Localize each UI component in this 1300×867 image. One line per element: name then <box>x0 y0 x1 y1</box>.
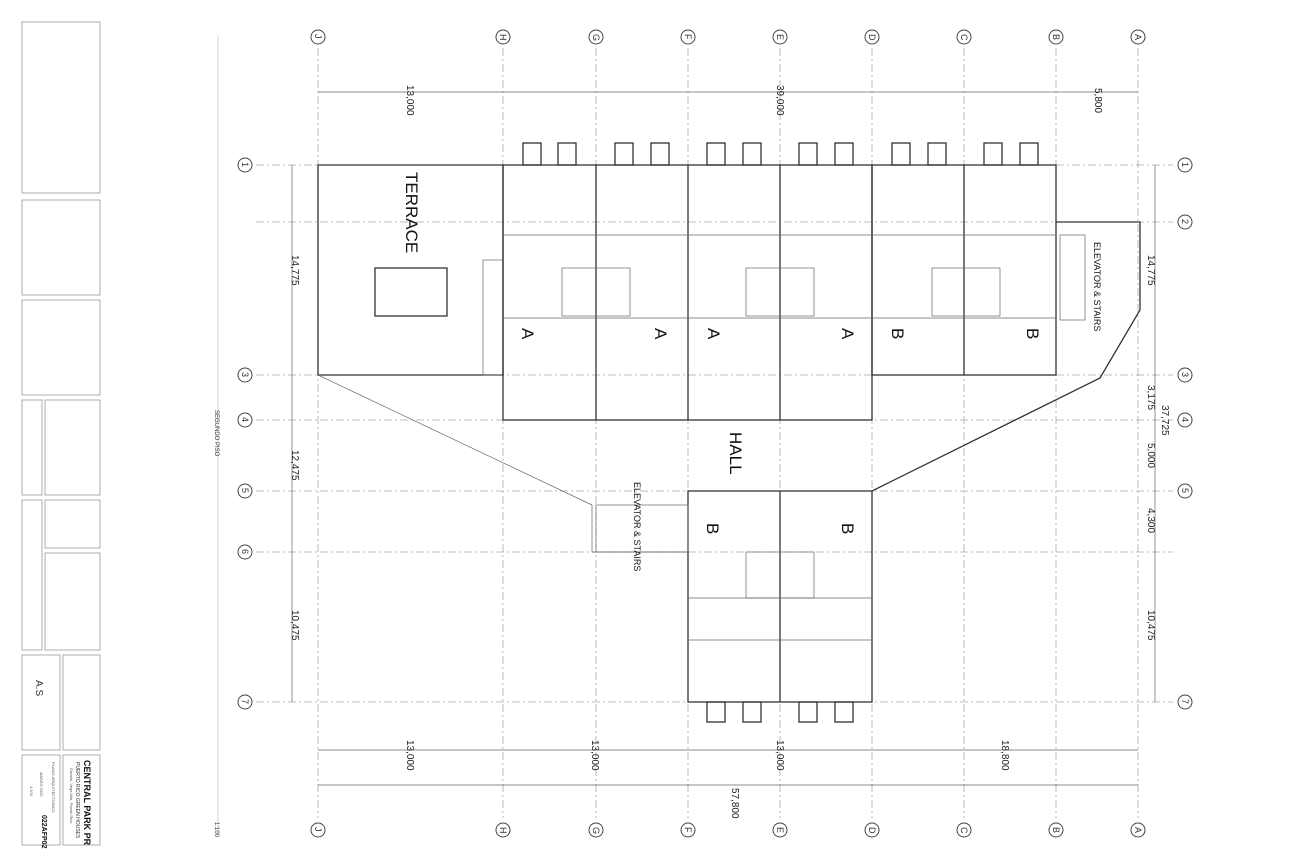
grid-bubble-H: HH <box>495 29 511 838</box>
level-label: SEGUNDO PISO <box>213 410 219 457</box>
date: MARZO 2020 <box>39 772 44 797</box>
grid-bubble-F: FF <box>680 29 696 838</box>
dim-left: 12,475 <box>289 450 300 481</box>
svg-text:E: E <box>775 827 785 833</box>
dim-top: 13,000 <box>404 85 415 116</box>
room-labels: TERRACE HALL A A A A B B B B ELEVATOR & … <box>402 172 1102 571</box>
svg-text:D: D <box>867 34 877 41</box>
grid-bubble-6: 6 <box>237 544 253 560</box>
svg-text:D: D <box>867 827 877 834</box>
svg-text:A: A <box>1133 34 1143 40</box>
logo: A.S <box>33 680 44 696</box>
svg-text:4: 4 <box>1180 417 1190 422</box>
grid-bubble-C: CC <box>956 29 972 838</box>
svg-text:6: 6 <box>240 549 250 554</box>
grid-bubble-A: AA <box>1130 29 1146 838</box>
unit-b: B <box>888 328 907 339</box>
unit-a: A <box>838 328 857 340</box>
svg-text:4: 4 <box>240 417 250 422</box>
dim-right: 3,175 <box>1145 385 1156 410</box>
svg-text:G: G <box>591 34 601 41</box>
svg-text:F: F <box>683 827 693 833</box>
plan-scale: 1:100 <box>213 822 219 838</box>
elevator-stairs-label: ELEVATOR & STAIRS <box>632 482 642 571</box>
dim-right-total: 37,725 <box>1159 405 1170 436</box>
dim-right: 14,775 <box>1145 255 1156 286</box>
grid-bubble-D: DD <box>864 29 880 838</box>
dim-right: 10,475 <box>1145 610 1156 641</box>
grid-bubble-B: BB <box>1048 29 1064 838</box>
dim-left: 10,475 <box>289 610 300 641</box>
unit-a: A <box>704 328 723 340</box>
grid-bubble-G: GG <box>588 29 604 838</box>
building-walls <box>317 142 1141 723</box>
svg-text:3: 3 <box>1180 372 1190 377</box>
svg-text:2: 2 <box>1180 219 1190 224</box>
elevator-stairs-label: ELEVATOR & STAIRS <box>1092 242 1102 331</box>
svg-text:3: 3 <box>240 372 250 377</box>
sheet-scale: 1:100 <box>29 786 34 797</box>
sheet-number: 022AFP02 <box>40 815 47 849</box>
svg-text:7: 7 <box>240 699 250 704</box>
svg-text:H: H <box>498 827 508 834</box>
grid-bubble-2: 2 <box>1177 214 1193 230</box>
svg-text:B: B <box>1051 34 1061 40</box>
dimensions: 13,000 39,000 5,800 13,000 13,000 13,000… <box>289 85 1170 819</box>
grid-bubble-J: JJ <box>310 29 326 838</box>
dim-left: 14,775 <box>289 255 300 286</box>
location: Dorado, Vega Alta, Puerto Rico <box>69 768 74 824</box>
dim-bottom: 13,000 <box>774 740 785 771</box>
svg-text:G: G <box>591 827 601 834</box>
column-bubbles: JJ HH GG FF EE DD CC BB AA <box>310 29 1146 838</box>
unit-a: A <box>518 328 537 340</box>
project-name: CENTRAL PARK PR <box>82 760 92 846</box>
svg-text:1: 1 <box>240 162 250 167</box>
unit-b: B <box>838 523 857 534</box>
svg-text:B: B <box>1051 827 1061 833</box>
svg-text:J: J <box>313 34 323 39</box>
dim-bottom: 13,000 <box>404 740 415 771</box>
room-terrace: TERRACE <box>402 172 421 253</box>
svg-text:H: H <box>498 34 508 41</box>
svg-text:A: A <box>1133 827 1143 833</box>
unit-a: A <box>651 328 670 340</box>
svg-text:7: 7 <box>1180 699 1190 704</box>
svg-text:5: 5 <box>240 488 250 493</box>
svg-text:E: E <box>775 34 785 40</box>
svg-text:5: 5 <box>1180 488 1190 493</box>
svg-text:F: F <box>683 34 693 40</box>
dim-top: 39,000 <box>774 85 785 116</box>
svg-text:J: J <box>313 827 323 832</box>
unit-b: B <box>1023 328 1042 339</box>
dim-right: 5,000 <box>1145 443 1156 468</box>
title-block: A.S CENTRAL PARK PR PUERTO RICO GREEN HO… <box>21 21 101 849</box>
svg-text:C: C <box>959 34 969 41</box>
grid-bubble-E: EE <box>772 29 788 838</box>
unit-b: B <box>703 523 722 534</box>
svg-text:1: 1 <box>1180 162 1190 167</box>
dim-right: 4,300 <box>1145 508 1156 533</box>
client-name: PUERTO RICO GREEN HOUSES <box>74 762 80 839</box>
drawing-title: PLANO ARQUITECTONICO <box>51 762 56 813</box>
dim-bottom-total: 57,800 <box>729 788 740 819</box>
dim-top: 5,800 <box>1092 88 1103 113</box>
dim-bottom: 13,000 <box>589 740 600 771</box>
dim-bottom: 18,800 <box>999 740 1010 771</box>
room-hall: HALL <box>726 432 745 475</box>
svg-text:C: C <box>959 827 969 834</box>
